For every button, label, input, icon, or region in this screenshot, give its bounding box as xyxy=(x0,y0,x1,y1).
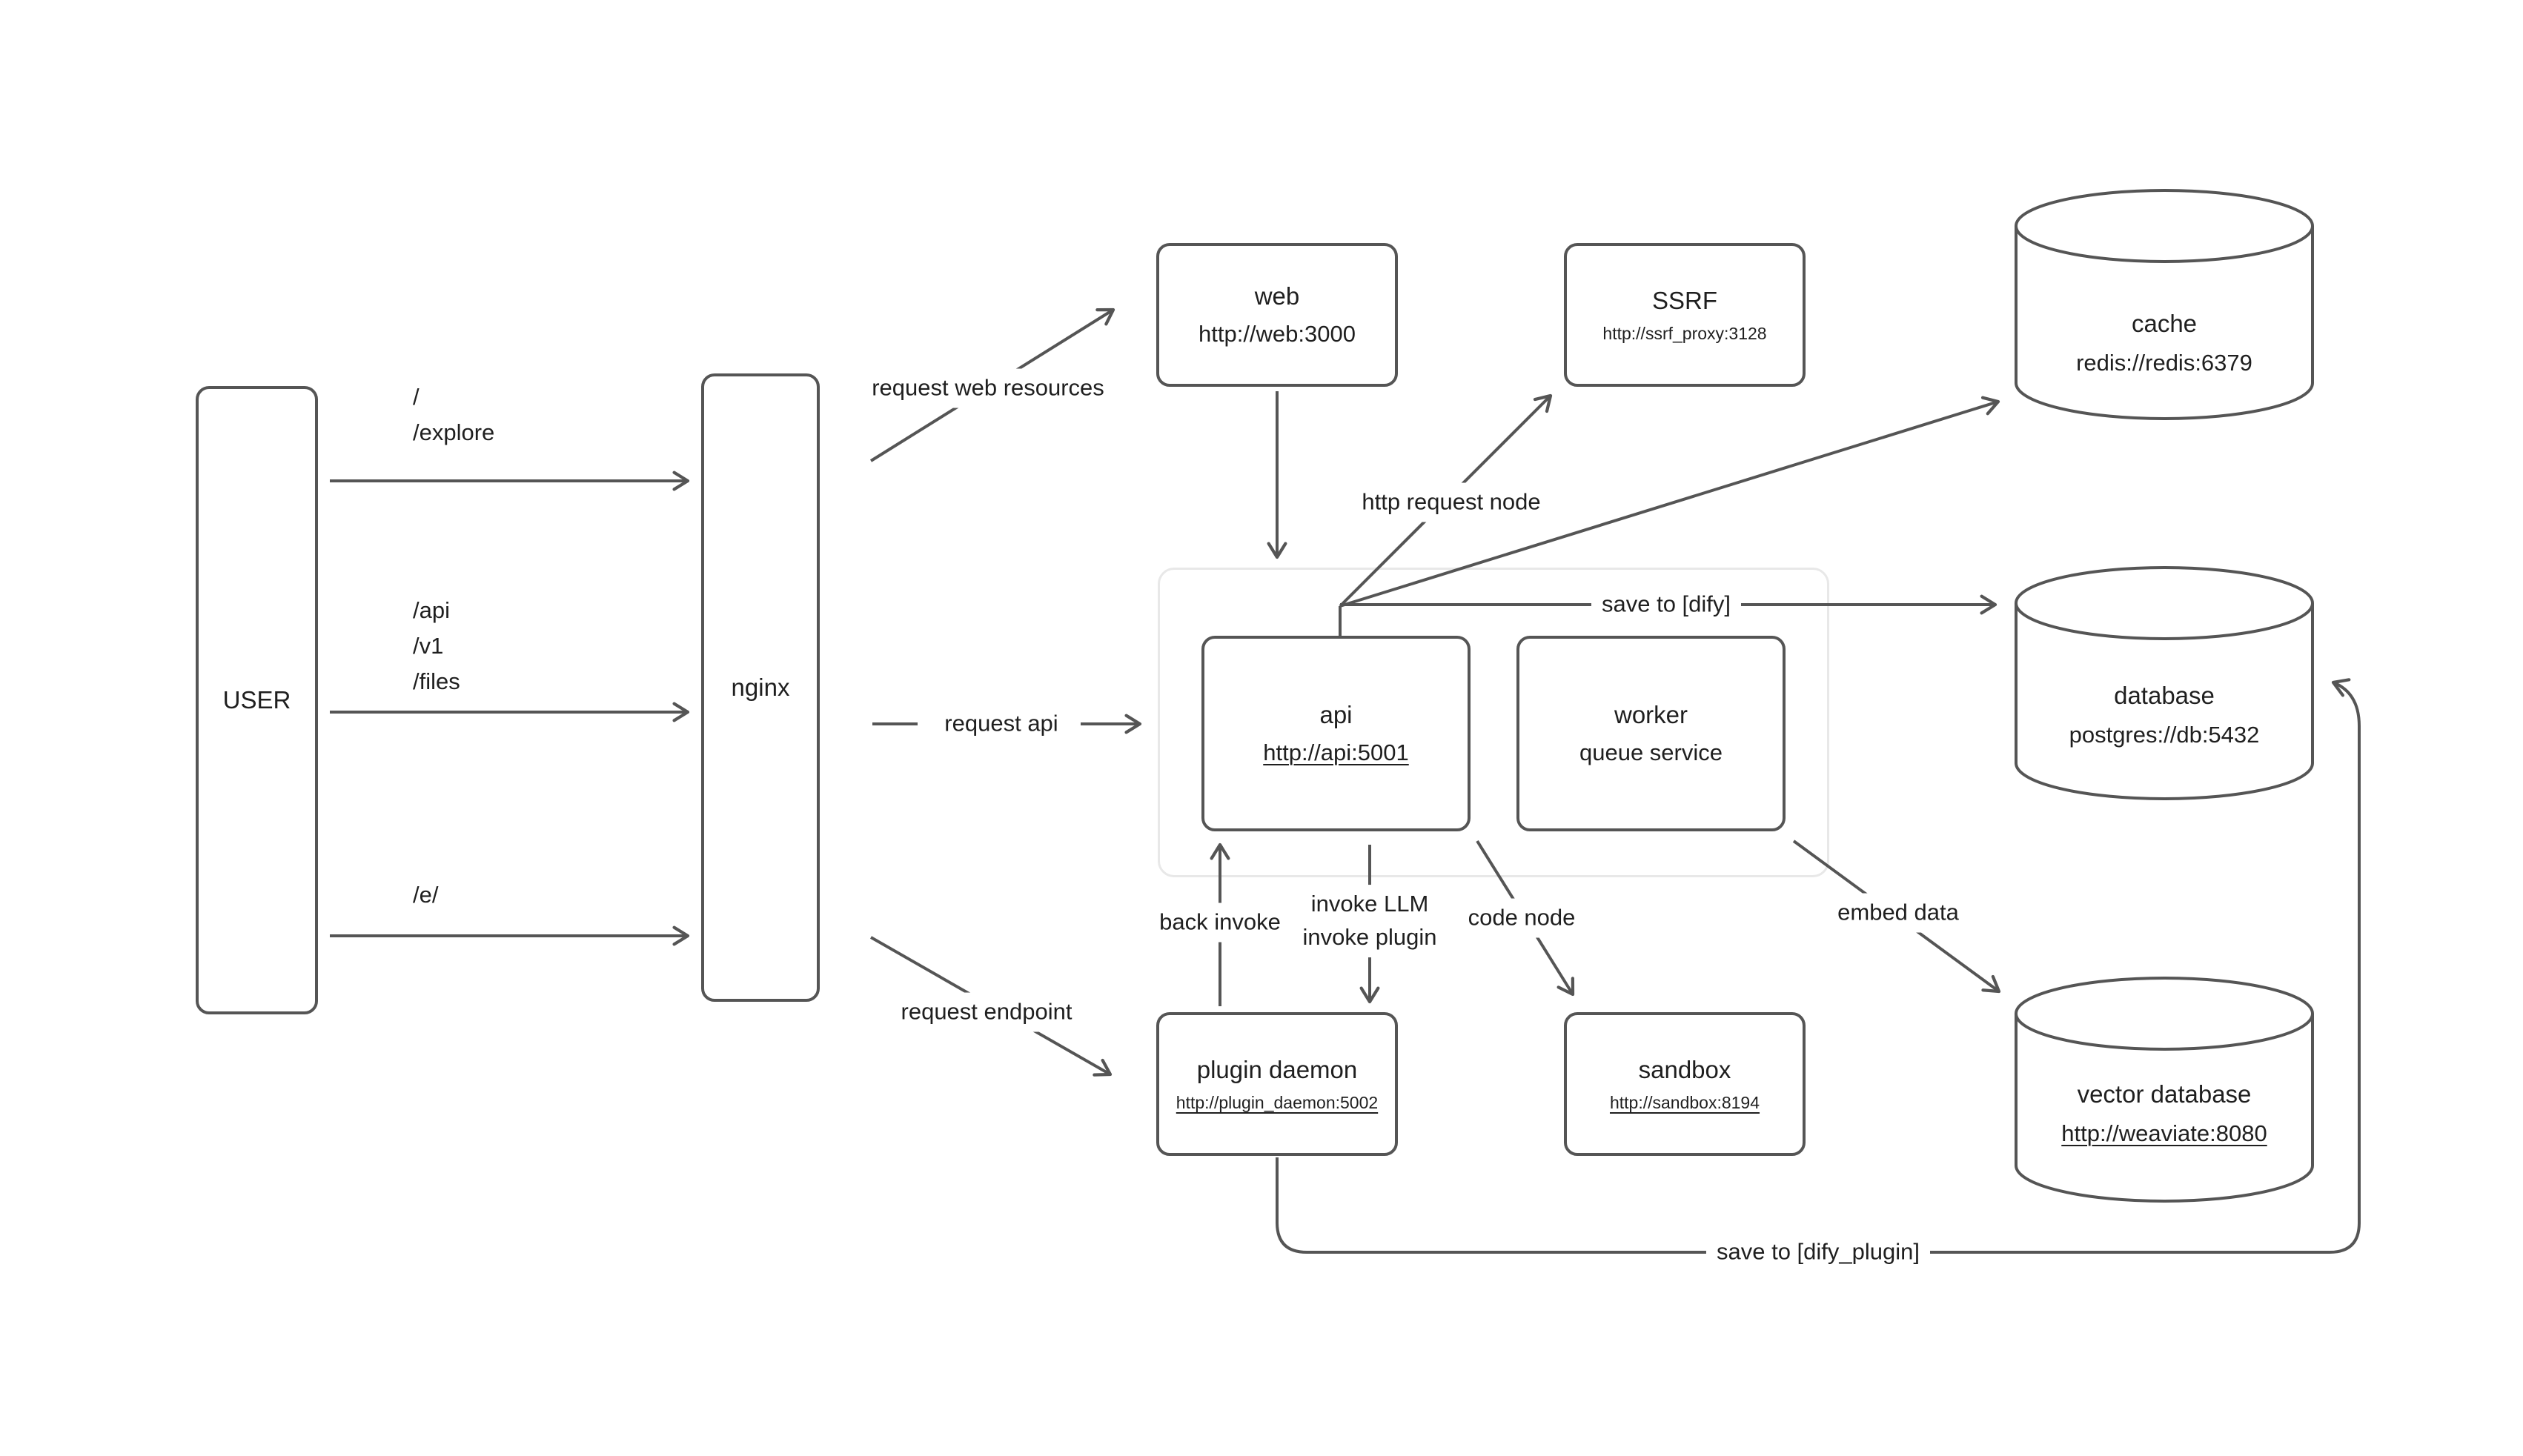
label-user-routes-web: / /explore xyxy=(413,384,495,446)
node-sandbox: sandbox http://sandbox:8194 xyxy=(1564,1012,1806,1156)
vector-database-cylinder-shape xyxy=(2015,977,2314,1203)
node-worker-subtitle: queue service xyxy=(1579,739,1723,765)
node-web-url: http://web:3000 xyxy=(1198,321,1356,347)
node-api-title: api xyxy=(1319,701,1353,728)
label-save-to-dify-plugin: save to [dify_plugin] xyxy=(1705,1232,1931,1272)
label-embed-data: embed data xyxy=(1827,893,1969,933)
api-worker-group-box xyxy=(1158,568,1829,877)
node-nginx: nginx xyxy=(701,373,820,1002)
node-ssrf-title: SSRF xyxy=(1651,286,1717,314)
label-code-node: code node xyxy=(1457,898,1586,938)
node-plugin-daemon-url: http://plugin_daemon:5002 xyxy=(1176,1092,1379,1112)
node-cache-url: redis://redis:6379 xyxy=(2076,350,2252,376)
node-database-url: postgres://db:5432 xyxy=(2069,722,2260,748)
label-http-request-node: http request node xyxy=(1351,482,1551,522)
node-web-title: web xyxy=(1254,282,1300,310)
node-ssrf-url: http://ssrf_proxy:3128 xyxy=(1602,323,1767,343)
node-plugin-daemon: plugin daemon http://plugin_daemon:5002 xyxy=(1156,1012,1398,1156)
node-ssrf: SSRF http://ssrf_proxy:3128 xyxy=(1564,243,1806,387)
node-database-label: database postgres://db:5432 xyxy=(2009,682,2320,748)
node-vector-database-label: vector database http://weaviate:8080 xyxy=(2009,1080,2320,1147)
node-user: USER xyxy=(196,386,318,1014)
node-worker-title: worker xyxy=(1614,701,1688,728)
node-nginx-label: nginx xyxy=(731,674,790,701)
label-invoke-llm-plugin: invoke LLM invoke plugin xyxy=(1292,885,1448,957)
database-cylinder-shape xyxy=(2015,566,2314,800)
node-cache-label: cache redis://redis:6379 xyxy=(2009,310,2320,376)
node-user-label: USER xyxy=(222,686,291,714)
node-vector-database-url: http://weaviate:8080 xyxy=(2061,1120,2267,1146)
node-vector-database-title: vector database xyxy=(2077,1080,2252,1108)
node-api-url: http://api:5001 xyxy=(1263,739,1409,765)
node-sandbox-title: sandbox xyxy=(1638,1055,1731,1083)
label-back-invoke: back invoke xyxy=(1149,902,1291,943)
node-web: web http://web:3000 xyxy=(1156,243,1398,387)
label-request-api: request api xyxy=(934,704,1069,744)
label-request-endpoint: request endpoint xyxy=(890,992,1083,1032)
label-save-to-dify: save to [dify] xyxy=(1591,585,1742,625)
label-user-routes-api: /api /v1 /files xyxy=(413,597,460,695)
cache-cylinder-shape xyxy=(2015,189,2314,420)
node-sandbox-url: http://sandbox:8194 xyxy=(1609,1092,1760,1112)
node-plugin-daemon-title: plugin daemon xyxy=(1196,1055,1358,1083)
node-cache-title: cache xyxy=(2131,310,2198,337)
edge-plugin-daemon-database xyxy=(1276,678,2361,1254)
edge-api-cache xyxy=(1339,396,2000,608)
node-worker: worker queue service xyxy=(1516,636,1786,831)
label-request-web-resources: request web resources xyxy=(861,368,1115,408)
node-database-title: database xyxy=(2114,682,2215,709)
node-api: api http://api:5001 xyxy=(1201,636,1471,831)
label-user-routes-plugin: /e/ xyxy=(413,882,439,908)
